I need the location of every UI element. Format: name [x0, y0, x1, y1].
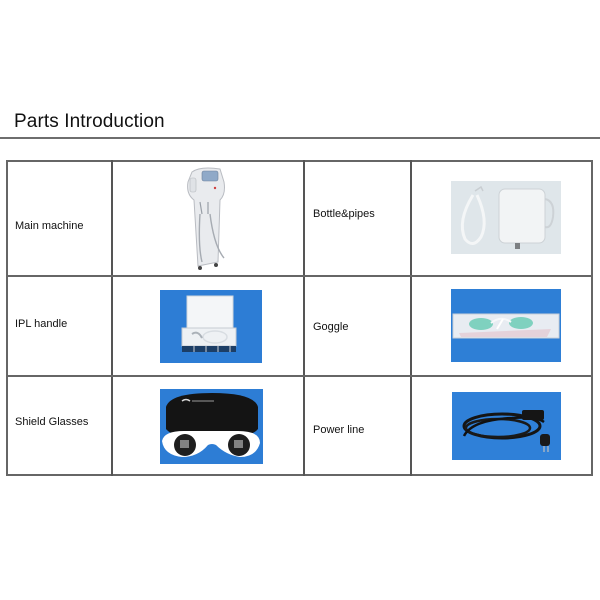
bottle-pipes-image — [451, 181, 561, 254]
ipl-handle-image — [160, 290, 262, 363]
row-divider — [6, 375, 593, 377]
column-divider — [303, 160, 305, 476]
table-border — [6, 160, 593, 476]
part-label-main-machine: Main machine — [15, 220, 84, 232]
goggle-image — [451, 289, 561, 362]
part-label-bottle-pipes: Bottle&pipes — [313, 208, 375, 220]
part-label-shield-glasses: Shield Glasses — [15, 416, 89, 428]
power-line-image — [452, 392, 561, 460]
title-divider — [0, 137, 600, 139]
part-label-power-line: Power line — [313, 424, 365, 436]
column-divider — [111, 160, 113, 476]
column-divider — [410, 160, 412, 476]
row-divider — [6, 275, 593, 277]
main-machine-image — [180, 166, 240, 272]
shield-glasses-image — [160, 389, 263, 464]
part-label-goggle: Goggle — [313, 321, 349, 333]
part-label-ipl-handle: IPL handle — [15, 318, 68, 330]
page-title: Parts Introduction — [14, 111, 165, 132]
